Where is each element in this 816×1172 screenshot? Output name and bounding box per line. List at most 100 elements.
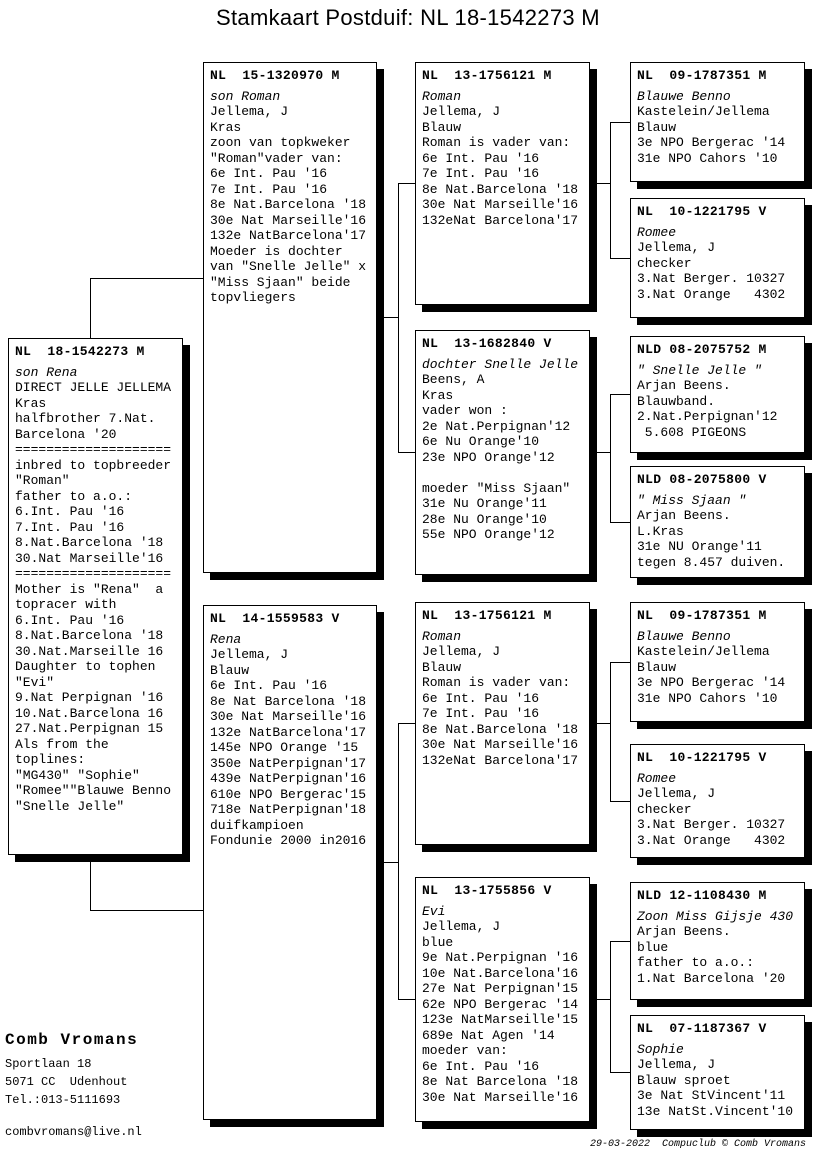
info-line: 31e NPO Cahors '10 <box>637 690 778 706</box>
bird-name: Zoon Miss Gijsje 430 <box>637 908 794 924</box>
connector-line <box>610 801 630 802</box>
info-line: 145e NPO Orange '15 <box>210 740 359 755</box>
info-line: 30e Nat Marseille'16 <box>422 1089 579 1105</box>
info-line: "Romee""Blauwe Benno <box>15 783 172 798</box>
info-line: Jellema, J <box>422 919 501 934</box>
info-line: "Snelle Jelle" <box>15 798 125 814</box>
info-line: 6e Int. Pau '16 <box>210 166 328 181</box>
info-line: "Roman" <box>15 473 70 488</box>
info-line: "Miss Sjaan" beide <box>210 274 351 290</box>
ring-number: NL 15-1320970 M <box>210 68 340 83</box>
info-line: 9.Nat Perpignan '16 <box>15 690 164 705</box>
connector-line <box>398 452 415 453</box>
info-line: Blauw <box>210 662 250 678</box>
connector-line <box>610 522 630 523</box>
connector-line <box>90 855 91 910</box>
info-line: ==================== <box>15 442 172 457</box>
connector-line <box>398 183 399 452</box>
connector-line <box>398 183 415 184</box>
info-line: 132eNat Barcelona'17 <box>422 752 579 768</box>
connector-line <box>590 183 610 184</box>
info-line: 8e Nat.Barcelona '18 <box>422 181 579 197</box>
info-line: Blauw sproet <box>637 1072 731 1088</box>
connector-line <box>398 723 415 724</box>
info-line: halfbrother 7.Nat. <box>15 411 156 426</box>
connector-line <box>610 662 630 663</box>
info-line: 439e NatPerpignan'16 <box>210 771 367 786</box>
info-line: 27e Nat Perpignan'15 <box>422 981 579 996</box>
info-line: 1.Nat Barcelona '20 <box>637 970 786 986</box>
connector-line <box>610 122 611 258</box>
info-line: 132eNat Barcelona'17 <box>422 212 579 228</box>
info-line: Arjan Beens. <box>637 378 731 393</box>
connector-line <box>610 122 630 123</box>
info-line: Arjan Beens. <box>637 924 731 939</box>
info-line: Jellema, J <box>210 647 289 662</box>
info-line: 3.Nat Orange 4302 <box>637 286 786 302</box>
info-line: Roman is vader van: <box>422 675 571 690</box>
bird-name: son Rena <box>15 364 78 380</box>
bird-name: Sophie <box>637 1041 684 1057</box>
bird-name: Roman <box>422 628 462 644</box>
connector-line <box>590 452 610 453</box>
info-line: 8.Nat.Barcelona '18 <box>15 628 164 643</box>
ring-number: NL 14-1559583 V <box>210 611 340 626</box>
info-line: blue <box>422 934 454 950</box>
info-line: ==================== <box>15 566 172 581</box>
info-line: 31e NPO Cahors '10 <box>637 150 778 166</box>
info-line: 2.Nat.Perpignan'12 <box>637 409 778 424</box>
info-line: Kastelein/Jellema <box>637 104 770 119</box>
info-line: 132e NatBarcelona'17 <box>210 724 367 740</box>
owner-email: combvromans@live.nl <box>5 1125 142 1139</box>
info-line: Arjan Beens. <box>637 508 731 523</box>
info-line: tegen 8.457 duiven. <box>637 554 786 570</box>
info-line: Barcelona '20 <box>15 426 117 442</box>
info-line: DIRECT JELLE JELLEMA <box>15 380 172 395</box>
info-line: van "Snelle Jelle" x <box>210 259 367 274</box>
info-line: 3e NPO Bergerac '14 <box>637 675 786 690</box>
info-line: 10.Nat.Barcelona 16 <box>15 705 164 721</box>
info-line: 28e Nu Orange'10 <box>422 511 547 527</box>
info-line: 30.Nat.Marseille 16 <box>15 643 164 659</box>
ring-number: NL 13-1682840 V <box>422 336 552 351</box>
bird-name: Blauwe Benno <box>637 88 731 104</box>
info-line: 132e NatBarcelona'17 <box>210 228 367 243</box>
bird-name: Rena <box>210 631 242 647</box>
info-line: 3e Nat StVincent'11 <box>637 1088 786 1103</box>
info-line: 31e Nu Orange'11 <box>422 496 547 511</box>
info-line: Daughter to tophen <box>15 659 156 674</box>
info-line: 3e NPO Bergerac '14 <box>637 135 786 150</box>
info-line <box>422 465 584 481</box>
info-line: 7e Int. Pau '16 <box>422 166 540 181</box>
info-line: 689e Nat Agen '14 <box>422 1027 555 1043</box>
bird-name: " Snelle Jelle " <box>637 362 762 378</box>
info-line: 7e Int. Pau '16 <box>422 706 540 721</box>
connector-line <box>610 941 630 942</box>
info-line: 2e Nat.Perpignan'12 <box>422 418 571 434</box>
connector-line <box>610 1072 630 1073</box>
pedigree-box-sd-dam: NLD 08-2075800 V" Miss Sjaan "Arjan Been… <box>630 466 805 578</box>
info-line: Jellema, J <box>422 104 501 119</box>
info-line: Blauw <box>637 659 677 675</box>
info-line: Jellema, J <box>210 104 289 119</box>
ring-number: NLD 08-2075800 V <box>637 472 767 487</box>
info-line: 8.Nat.Barcelona '18 <box>15 535 164 550</box>
info-line: Kras <box>422 387 454 403</box>
bird-name: Evi <box>422 903 446 919</box>
info-line: 30e Nat Marseille'16 <box>210 212 367 228</box>
info-line: L.Kras <box>637 523 684 539</box>
info-line: blue <box>637 939 669 955</box>
info-line: Fondunie 2000 in2016 <box>210 833 367 848</box>
info-line: Beens, A <box>422 372 485 387</box>
ring-number: NL 10-1221795 V <box>637 204 767 219</box>
ring-number: NLD 08-2075752 M <box>637 342 767 357</box>
owner-name: Comb Vromans <box>5 1031 139 1049</box>
info-line: Moeder is dochter <box>210 243 343 259</box>
